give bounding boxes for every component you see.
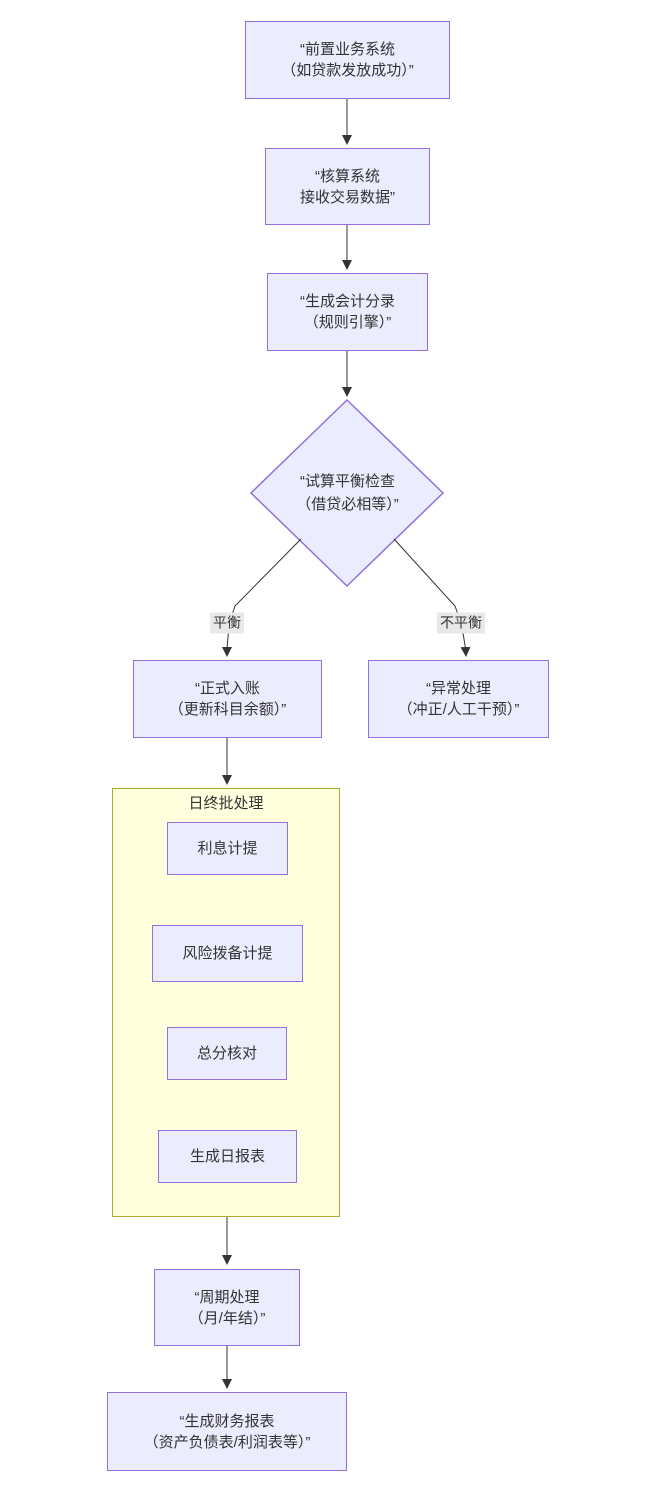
node-frontend-label: “前置业务系统 （如贷款发放成功）” [281, 41, 414, 79]
node-period-label: “周期处理 （月/年结）” [188, 1288, 266, 1327]
node-reconcile: 总分核对 [167, 1027, 287, 1080]
node-daily-report: 生成日报表 [158, 1130, 297, 1183]
node-balance-check-label: “试算平衡检查 （借贷必相等）” [296, 473, 399, 513]
node-period: “周期处理 （月/年结）” [154, 1269, 300, 1346]
edge-label-unbalanced: 不平衡 [437, 612, 485, 634]
node-exception-label: “异常处理 （冲正/人工干预）” [397, 680, 520, 718]
node-financial-report: “生成财务报表 （资产负债表/利润表等）” [107, 1392, 347, 1471]
node-frontend: “前置业务系统 （如贷款发放成功）” [245, 21, 450, 99]
node-entry: “生成会计分录 （规则引擎）” [267, 273, 428, 351]
node-risk: 风险拨备计提 [152, 925, 303, 982]
node-financial-report-label: “生成财务报表 （资产负债表/利润表等）” [143, 1412, 311, 1451]
node-reconcile-label: 总分核对 [196, 1045, 257, 1062]
node-exception: “异常处理 （冲正/人工干预）” [368, 660, 549, 738]
node-post-label: “正式入账 （更新科目余额）” [168, 680, 287, 718]
node-post: “正式入账 （更新科目余额）” [133, 660, 322, 738]
edge-label-balanced: 平衡 [210, 612, 244, 634]
node-entry-label: “生成会计分录 （规则引擎）” [300, 293, 395, 331]
node-receive: “核算系统 接收交易数据” [265, 148, 430, 225]
subgraph-daily-batch-title: 日终批处理 [188, 795, 264, 812]
node-interest-label: 利息计提 [197, 840, 258, 857]
node-daily-report-label: 生成日报表 [189, 1148, 265, 1165]
node-risk-label: 风险拨备计提 [182, 945, 273, 962]
node-interest: 利息计提 [167, 822, 288, 875]
node-receive-label: “核算系统 接收交易数据” [300, 167, 395, 206]
node-balance-check: “试算平衡检查 （借贷必相等）” [252, 400, 443, 586]
